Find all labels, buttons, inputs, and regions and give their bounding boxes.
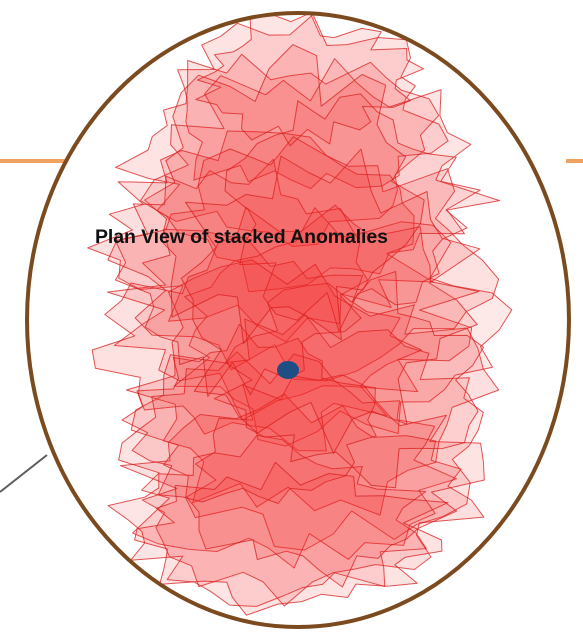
- anomaly-outline: [140, 58, 501, 293]
- anomaly-outline: [213, 271, 485, 489]
- anomaly-outline: [120, 393, 485, 607]
- center-point-marker: [277, 361, 299, 379]
- anomaly-outline: [87, 130, 434, 343]
- anomaly-outline: [134, 461, 449, 616]
- anomaly-outline: [115, 53, 440, 247]
- anomaly-outline: [186, 374, 485, 588]
- diagram-caption: Plan View of stacked Anomalies: [95, 226, 388, 248]
- anomaly-outline: [224, 93, 481, 332]
- anomaly-outline: [195, 13, 425, 147]
- anomaly-outline: [121, 323, 377, 504]
- anomaly-outline: [180, 148, 481, 454]
- anomaly-outline: [91, 236, 422, 452]
- anomaly-outline: [125, 259, 500, 516]
- anomaly-outline: [114, 158, 369, 397]
- anomaly-outline: [107, 434, 427, 607]
- stacked-anomaly-outlines: [87, 13, 513, 616]
- anomaly-outline: [177, 14, 449, 190]
- callout-pointer-line: [0, 454, 48, 493]
- lens-ellipse-border: [25, 11, 571, 629]
- anomaly-outline: [107, 136, 500, 382]
- anomaly-outline: [118, 351, 458, 569]
- anomaly-outline: [173, 207, 513, 447]
- anomaly-outline: [144, 44, 425, 345]
